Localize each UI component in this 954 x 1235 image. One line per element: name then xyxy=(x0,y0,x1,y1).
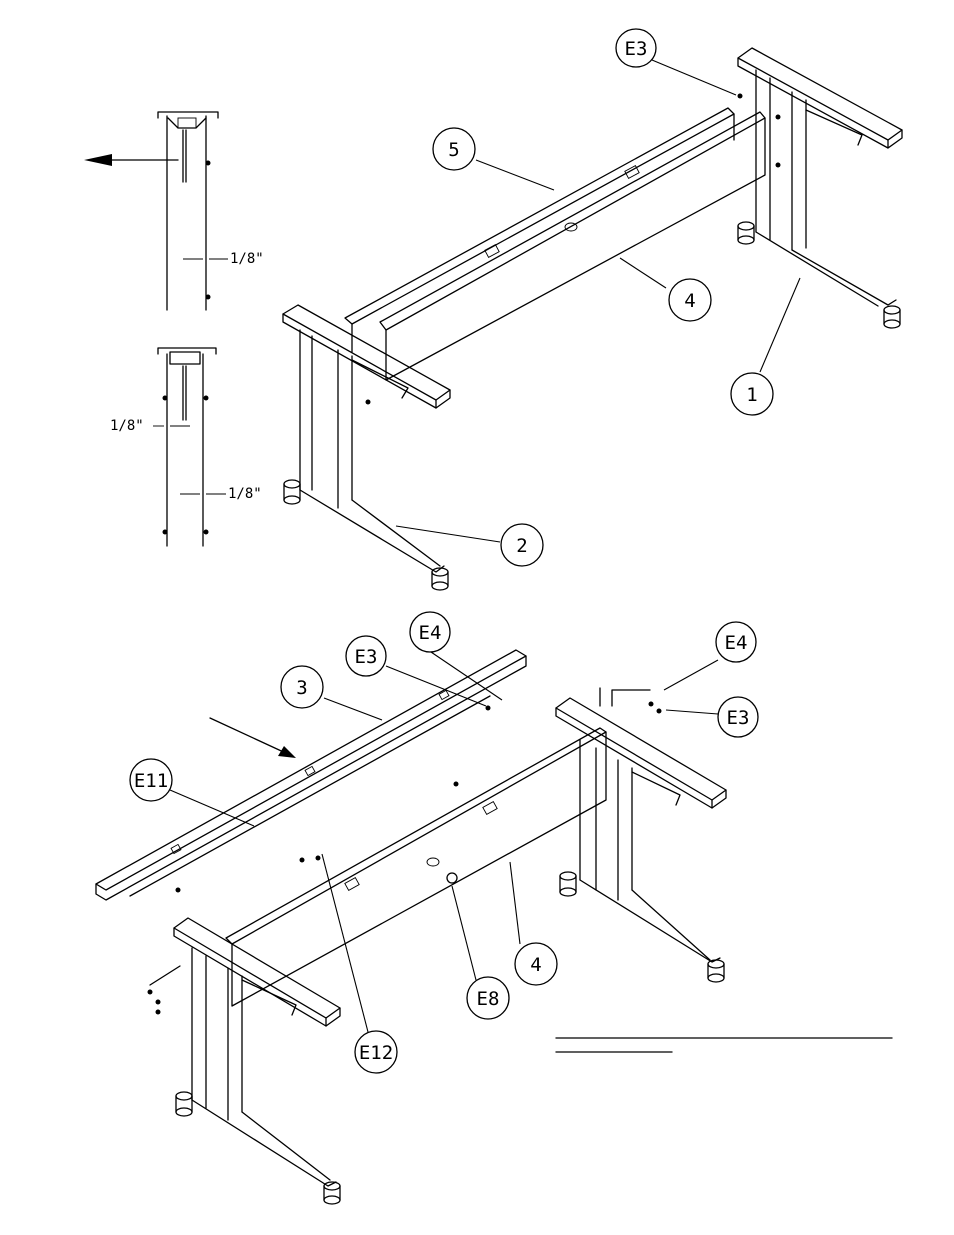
callout-4-top: 4 xyxy=(669,279,711,321)
dimension-label: 1/8" xyxy=(230,251,264,267)
top-assembly xyxy=(283,48,902,590)
callout-5: 5 xyxy=(433,128,475,170)
callout-label: 4 xyxy=(684,290,695,312)
callout-e8: E8 xyxy=(467,977,509,1019)
callout-e4-mid: E4 xyxy=(410,612,450,652)
callout-e3-right: E3 xyxy=(718,697,758,737)
callout-label: 3 xyxy=(296,677,307,699)
callout-label: E4 xyxy=(725,632,748,654)
callout-label: E8 xyxy=(477,988,500,1010)
callout-label: E12 xyxy=(359,1042,393,1064)
callout-label: 2 xyxy=(516,535,527,557)
callout-3: 3 xyxy=(281,666,323,708)
callout-label: E11 xyxy=(134,770,168,792)
title-underlines xyxy=(556,1038,892,1052)
dimension-label: 1/8" xyxy=(228,486,262,502)
callout-e4-right: E4 xyxy=(716,622,756,662)
callout-label: E3 xyxy=(355,646,378,668)
callout-label: E4 xyxy=(419,622,442,644)
callout-label: 4 xyxy=(530,954,541,976)
detail-view-top xyxy=(84,112,228,310)
callout-2: 2 xyxy=(501,524,543,566)
callout-e3-top: E3 xyxy=(616,29,656,67)
detail-view-bottom xyxy=(153,348,226,546)
callout-label: 1 xyxy=(746,384,757,406)
callout-e12: E12 xyxy=(355,1031,397,1073)
dimension-label: 1/8" xyxy=(110,418,144,434)
callout-label: E3 xyxy=(727,707,750,729)
leader-lines xyxy=(170,60,800,1032)
callout-4-bottom: 4 xyxy=(515,943,557,985)
bottom-assembly xyxy=(96,650,726,1204)
callout-e3-mid: E3 xyxy=(346,636,386,676)
callout-e11: E11 xyxy=(130,759,172,801)
callout-1: 1 xyxy=(731,373,773,415)
callout-label: 5 xyxy=(448,139,459,161)
callout-label: E3 xyxy=(625,38,648,60)
